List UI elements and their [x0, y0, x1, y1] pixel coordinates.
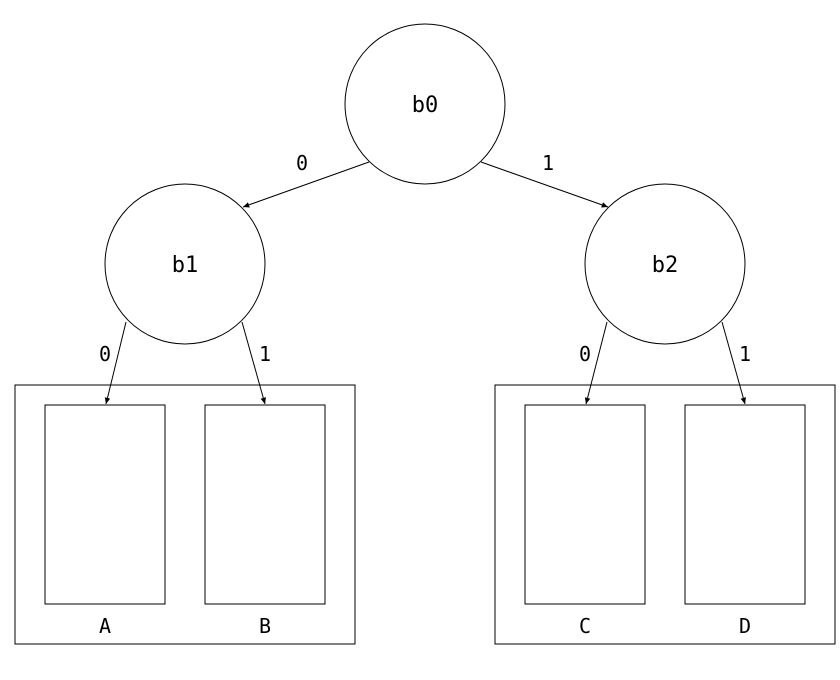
- edge-b1-left: [104, 321, 127, 405]
- node-root: [344, 23, 506, 185]
- node-root-label: b0: [412, 93, 439, 118]
- edge-root-left-label: 0: [296, 151, 308, 175]
- edge-b1-left-label: 0: [99, 342, 111, 366]
- leaf-box-a: [44, 404, 166, 605]
- leaf-box-c: [524, 404, 646, 605]
- node-right-label: b2: [652, 253, 679, 278]
- node-left-label: b1: [172, 253, 199, 278]
- edge-root-right-label: 1: [542, 151, 554, 175]
- node-right: [584, 183, 746, 345]
- edge-b1-right-label: 1: [259, 342, 271, 366]
- node-left: [104, 183, 266, 345]
- edge-b2-left: [584, 321, 608, 405]
- leaf-box-b: [204, 404, 326, 605]
- edge-b1-right: [241, 321, 266, 405]
- leaf-label-a: A: [99, 614, 111, 638]
- leaf-box-d: [684, 404, 806, 605]
- edge-b2-left-label: 0: [579, 342, 591, 366]
- leaf-label-b: B: [259, 614, 271, 638]
- leaf-label-d: D: [739, 614, 751, 638]
- leaf-label-c: C: [579, 614, 591, 638]
- edge-b2-right: [721, 321, 746, 405]
- edge-root-left: [242, 161, 370, 208]
- edge-root-right: [480, 161, 609, 208]
- edge-b2-right-label: 1: [739, 342, 751, 366]
